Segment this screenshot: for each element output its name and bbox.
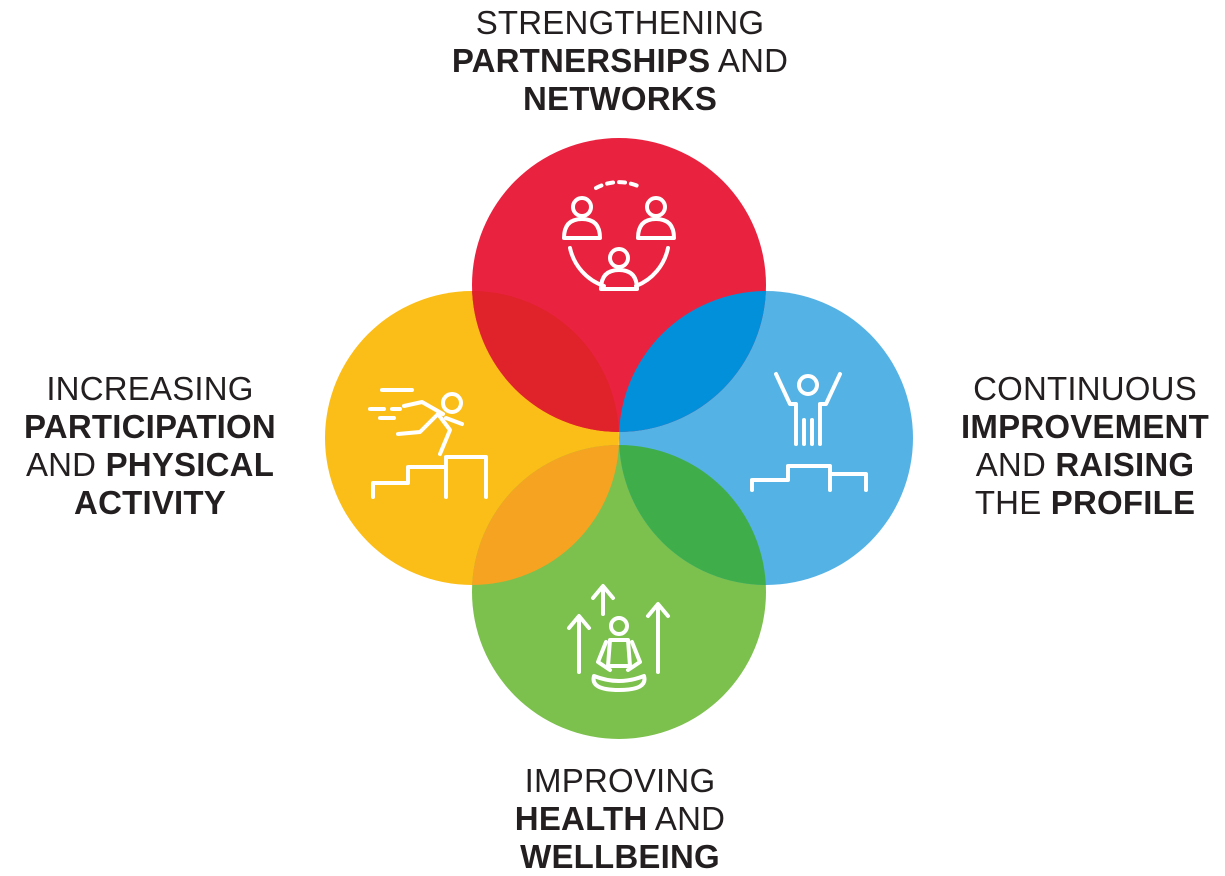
label-partnerships-line2: PARTNERSHIPS AND: [405, 42, 835, 80]
label-improvement-line2: IMPROVEMENT: [961, 408, 1209, 445]
overlap-left-top: [472, 291, 619, 432]
running-steps-icon: [368, 388, 488, 499]
label-participation-line3-light: AND: [25, 446, 106, 483]
label-partnerships-line1: STRENGTHENING: [475, 4, 765, 41]
people-network-icon: [562, 180, 676, 291]
label-health-line2: HEALTH AND: [455, 800, 785, 838]
label-partnerships: STRENGTHENING PARTNERSHIPS AND NETWORKS: [405, 4, 835, 118]
label-improvement-line3-light: AND: [975, 446, 1056, 483]
label-partnerships-line3: NETWORKS: [522, 80, 718, 117]
overlap-bottom-left: [472, 445, 619, 585]
label-participation: INCREASING PARTICIPATION AND PHYSICAL AC…: [0, 370, 300, 522]
winner-podium-icon: [750, 372, 868, 492]
label-participation-line2: PARTICIPATION: [24, 408, 276, 445]
label-improvement-line4-bold: PROFILE: [1050, 484, 1196, 521]
label-health-line1: IMPROVING: [524, 762, 716, 799]
label-participation-line3-bold: PHYSICAL: [105, 446, 275, 483]
label-improvement-line4-light: THE: [974, 484, 1051, 521]
overlap-right-bottom: [619, 445, 766, 585]
label-health-line2-light: AND: [647, 800, 726, 837]
meditation-growth-icon: [567, 584, 670, 692]
label-participation-line1: INCREASING: [46, 370, 254, 407]
label-improvement-line3: AND RAISING: [945, 446, 1225, 484]
overlap-top-right: [619, 291, 766, 432]
label-health: IMPROVING HEALTH AND WELLBEING: [455, 762, 785, 876]
label-participation-line3: AND PHYSICAL: [0, 446, 300, 484]
label-health-line3: WELLBEING: [520, 838, 720, 875]
label-partnerships-line2-light: AND: [710, 42, 789, 79]
label-improvement-line3-bold: RAISING: [1055, 446, 1195, 483]
label-improvement: CONTINUOUS IMPROVEMENT AND RAISING THE P…: [945, 370, 1225, 522]
label-partnerships-line2-bold: PARTNERSHIPS: [451, 42, 711, 79]
label-health-line2-bold: HEALTH: [514, 800, 648, 837]
label-participation-line4: ACTIVITY: [74, 484, 226, 521]
label-improvement-line1: CONTINUOUS: [973, 370, 1197, 407]
label-improvement-line4: THE PROFILE: [945, 484, 1225, 522]
